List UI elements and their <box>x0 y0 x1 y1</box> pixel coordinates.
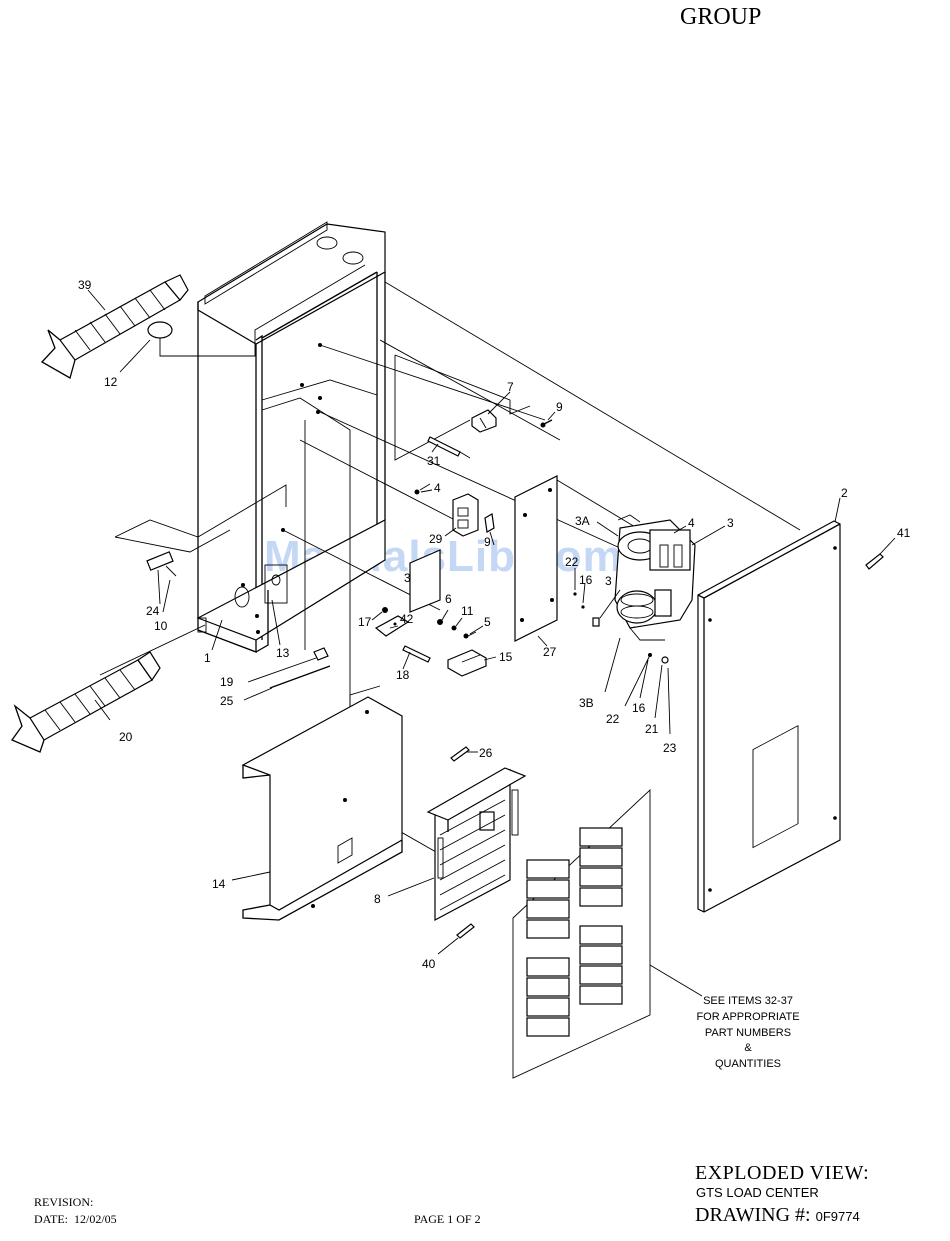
callout-6: 6 <box>445 592 452 606</box>
drawing-number-line: DRAWING #: 0F9774 <box>695 1204 860 1227</box>
page-number: PAGE 1 OF 2 <box>414 1212 481 1227</box>
callout-3c: 3 <box>404 571 411 585</box>
callout-31: 31 <box>427 454 441 468</box>
title-subtitle: GTS LOAD CENTER <box>696 1185 819 1200</box>
note-line-4: & <box>744 1042 752 1054</box>
enclosure-body <box>198 222 385 720</box>
callout-9b: 9 <box>484 535 491 549</box>
callout-27: 27 <box>543 645 557 659</box>
callout-25: 25 <box>220 694 234 708</box>
date-line: DATE: 12/02/05 <box>34 1212 117 1227</box>
projection-lines <box>100 265 800 860</box>
callout-15: 15 <box>499 650 513 664</box>
drawing-number: 0F9774 <box>816 1209 860 1224</box>
transfer-switch <box>593 515 695 663</box>
breaker-blocks <box>527 828 622 1036</box>
callout-16a: 16 <box>579 573 593 587</box>
callout-4b: 4 <box>688 516 695 530</box>
callout-21: 21 <box>645 722 659 736</box>
callout-14: 14 <box>212 877 226 891</box>
callout-18: 18 <box>396 668 410 682</box>
callout-26: 26 <box>479 746 493 760</box>
callout-11: 11 <box>461 604 474 618</box>
callout-19: 19 <box>220 675 234 689</box>
callout-29: 29 <box>429 532 443 546</box>
callout-16b: 16 <box>632 701 646 715</box>
callout-4a: 4 <box>434 481 441 495</box>
callout-12: 12 <box>104 375 118 389</box>
breaker-panel <box>428 768 525 920</box>
callout-17: 17 <box>358 615 372 629</box>
callout-22a: 22 <box>565 555 579 569</box>
date-value: 12/02/05 <box>74 1212 117 1226</box>
breaker-group <box>513 790 702 1078</box>
callout-7: 7 <box>507 380 514 394</box>
note-line-5: QUANTITIES <box>715 1058 781 1070</box>
callout-3b: 3 <box>605 574 612 588</box>
callout-3: 3 <box>727 516 734 530</box>
note-line-1: SEE ITEMS 32-37 <box>703 995 793 1007</box>
callout-1: 1 <box>204 651 211 665</box>
mounting-bracket <box>243 697 402 920</box>
callout-39: 39 <box>78 278 92 292</box>
callout-20: 20 <box>119 730 133 744</box>
callout-5: 5 <box>484 615 491 629</box>
callout-41: 41 <box>897 526 911 540</box>
callout-40: 40 <box>422 957 436 971</box>
callout-9a: 9 <box>556 400 563 414</box>
front-cover <box>698 521 840 912</box>
flex-conduit-lower <box>12 652 160 752</box>
note-line-3: PART NUMBERS <box>705 1027 791 1039</box>
callout-3a: 3A <box>575 514 590 528</box>
callout-24: 24 <box>146 604 160 618</box>
callout-22b: 22 <box>606 712 620 726</box>
callout-13: 13 <box>276 646 290 660</box>
revision-label: REVISION: <box>34 1195 93 1210</box>
note-line-2: FOR APPROPRIATE <box>696 1011 799 1023</box>
callout-8: 8 <box>374 892 381 906</box>
callout-23: 23 <box>663 741 677 755</box>
callout-2: 2 <box>841 486 848 500</box>
breaker-note: SEE ITEMS 32-37 FOR APPROPRIATE PART NUM… <box>696 995 799 1070</box>
title-view-label: EXPLODED VIEW: <box>695 1162 869 1185</box>
date-label: DATE: <box>34 1212 68 1226</box>
callout-3b-label: 3B <box>579 696 594 710</box>
callout-42: 42 <box>400 612 414 626</box>
callout-10: 10 <box>154 619 168 633</box>
drawing-label: DRAWING #: <box>695 1204 811 1226</box>
